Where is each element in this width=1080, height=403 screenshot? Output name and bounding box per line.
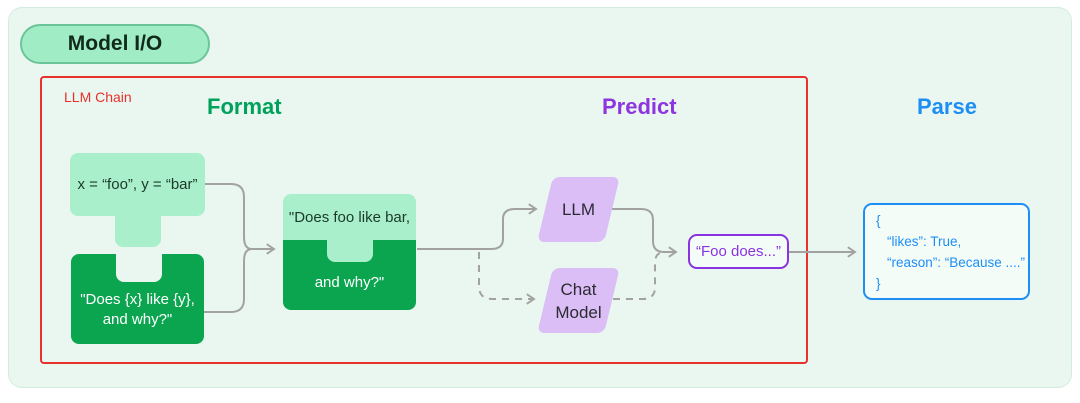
predict-heading: Predict <box>602 94 677 119</box>
format-heading: Format <box>207 94 282 119</box>
completion-label: “Foo does...” <box>695 243 782 260</box>
formatted-prompt-line2: and why?" <box>314 273 385 291</box>
chat-model-node: Chat Model <box>537 268 620 333</box>
llm-chain-label: LLM Chain <box>64 89 132 105</box>
llm-node: LLM <box>537 177 620 242</box>
prompt-template-line1: "Does {x} like {y}, <box>80 291 195 308</box>
parsed-output-line1: { <box>876 213 881 228</box>
prompt-template-line2: and why?" <box>102 311 173 328</box>
parsed-output-line4: } <box>876 276 881 291</box>
parsed-output-node: { “likes”: True, “reason”: “Because ....… <box>863 203 1030 300</box>
llm-chain-box <box>40 76 808 364</box>
formatted-prompt-line1: "Does foo like bar, <box>288 208 411 226</box>
formatted-prompt-tab <box>327 240 373 262</box>
completion-node: “Foo does...” <box>688 234 789 269</box>
parsed-output-line2: “likes”: True, <box>887 234 962 249</box>
prompt-template-notch <box>116 254 162 282</box>
formatted-prompt-top: "Does foo like bar, <box>283 194 416 240</box>
prompt-template-node: "Does {x} like {y}, and why?" <box>71 254 204 344</box>
formatted-prompt-node: "Does foo like bar, and why?" <box>283 194 416 310</box>
chat-model-node-label: Chat Model <box>555 279 602 322</box>
model-io-badge: Model I/O <box>20 24 210 64</box>
model-io-badge-label: Model I/O <box>67 32 163 55</box>
input-variables-tab <box>115 215 161 247</box>
input-variables-text: x = “foo”, y = “bar” <box>77 176 198 193</box>
parse-heading: Parse <box>917 94 977 119</box>
parsed-output-line3: “reason”: “Because ....” <box>887 255 1026 270</box>
llm-node-label: LLM <box>561 200 596 219</box>
input-variables-node: x = “foo”, y = “bar” <box>70 153 205 247</box>
